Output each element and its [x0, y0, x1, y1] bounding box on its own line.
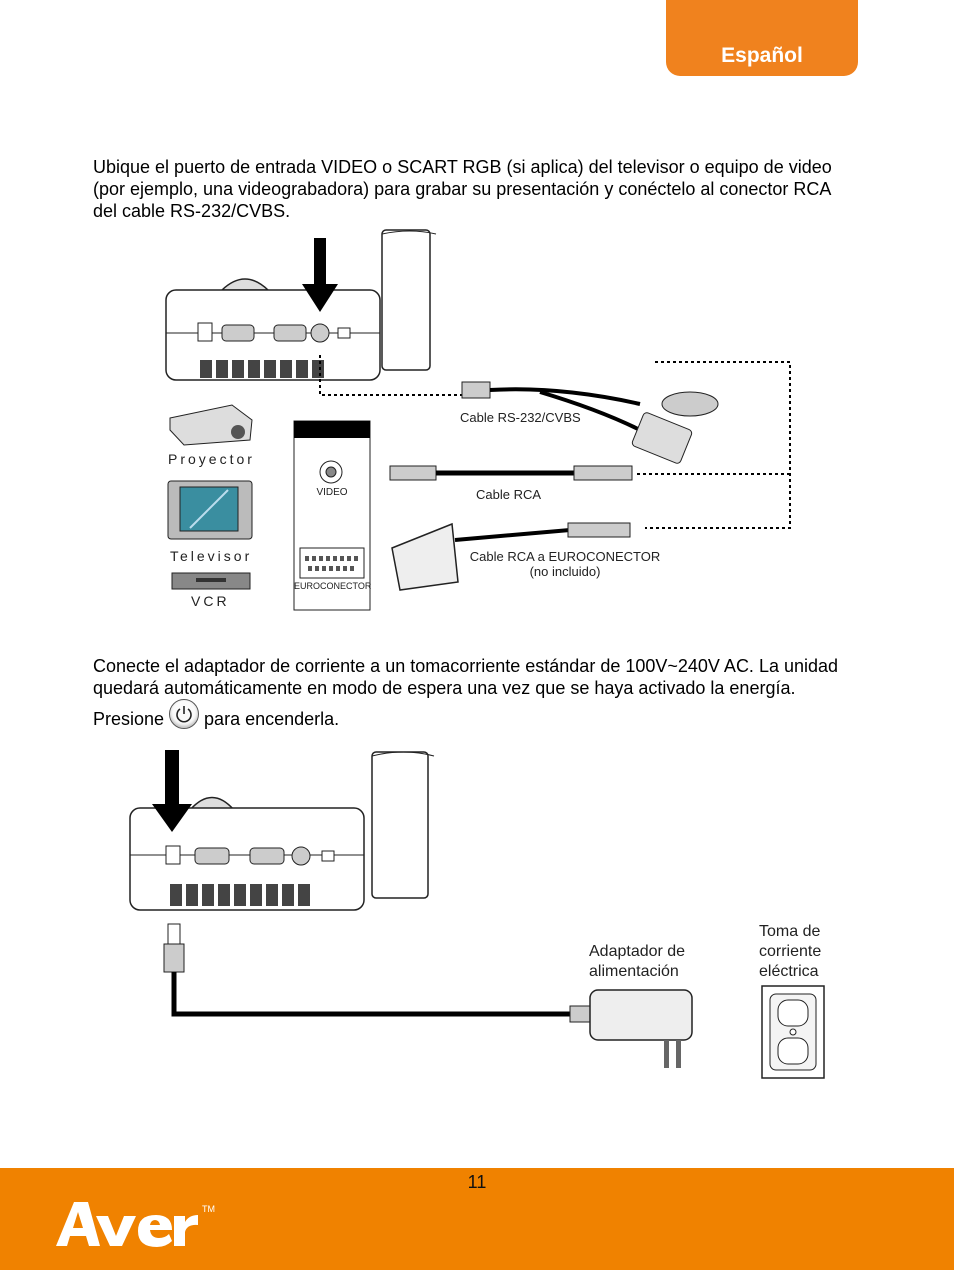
rca-cable	[389, 465, 633, 481]
instruction-power-text: Conecte el adaptador de corriente a un t…	[93, 656, 839, 729]
rca-scart-cable	[391, 522, 631, 591]
label-rs232-cable: Cable RS-232/CVBS	[460, 410, 581, 425]
arrow-down-icon	[152, 750, 192, 832]
label-tv: Televisor	[170, 548, 253, 564]
tv-icon	[167, 480, 253, 540]
label-projector: Proyector	[168, 451, 255, 467]
wall-outlet-icon	[761, 985, 825, 1079]
label-rca-cable: Cable RCA	[476, 487, 542, 502]
instruction-power-connection: Conecte el adaptador de corriente a un t…	[93, 655, 843, 730]
projector-icon	[169, 404, 253, 446]
vcr-icon	[171, 572, 251, 590]
tv-back-panel	[293, 420, 371, 611]
label-rca-scart-note: (no incluido)	[529, 564, 601, 579]
power-cable	[163, 923, 593, 1023]
page-number: 11	[467, 1172, 487, 1192]
document-camera-back-2	[129, 751, 435, 911]
label-video-port: VIDEO	[316, 487, 348, 498]
footer-bar: TM	[0, 1168, 954, 1270]
label-wall-outlet: Toma de corriente eléctrica	[759, 923, 822, 980]
trademark-label: TM	[202, 1204, 215, 1214]
instruction-power-text-end: para encenderla.	[199, 709, 340, 729]
label-scart-port: EUROCONECTOR	[294, 581, 372, 591]
power-adapter-icon	[589, 989, 693, 1068]
aver-logo: TM	[56, 1202, 215, 1247]
rs232-cvbs-cable	[461, 381, 719, 464]
instruction-video-connection: Ubique el puerto de entrada VIDEO o SCAR…	[93, 157, 832, 221]
label-vcr: VCR	[191, 593, 230, 609]
label-rca-scart-cable: Cable RCA a EUROCONECTOR	[469, 549, 661, 564]
label-power-adapter: Adaptador de alimentación	[589, 943, 686, 980]
document-camera-back-1	[165, 229, 437, 381]
language-tab: Español	[666, 0, 858, 76]
power-icon	[169, 699, 200, 729]
arrow-down-icon	[302, 238, 338, 312]
language-label: Español	[721, 44, 803, 67]
